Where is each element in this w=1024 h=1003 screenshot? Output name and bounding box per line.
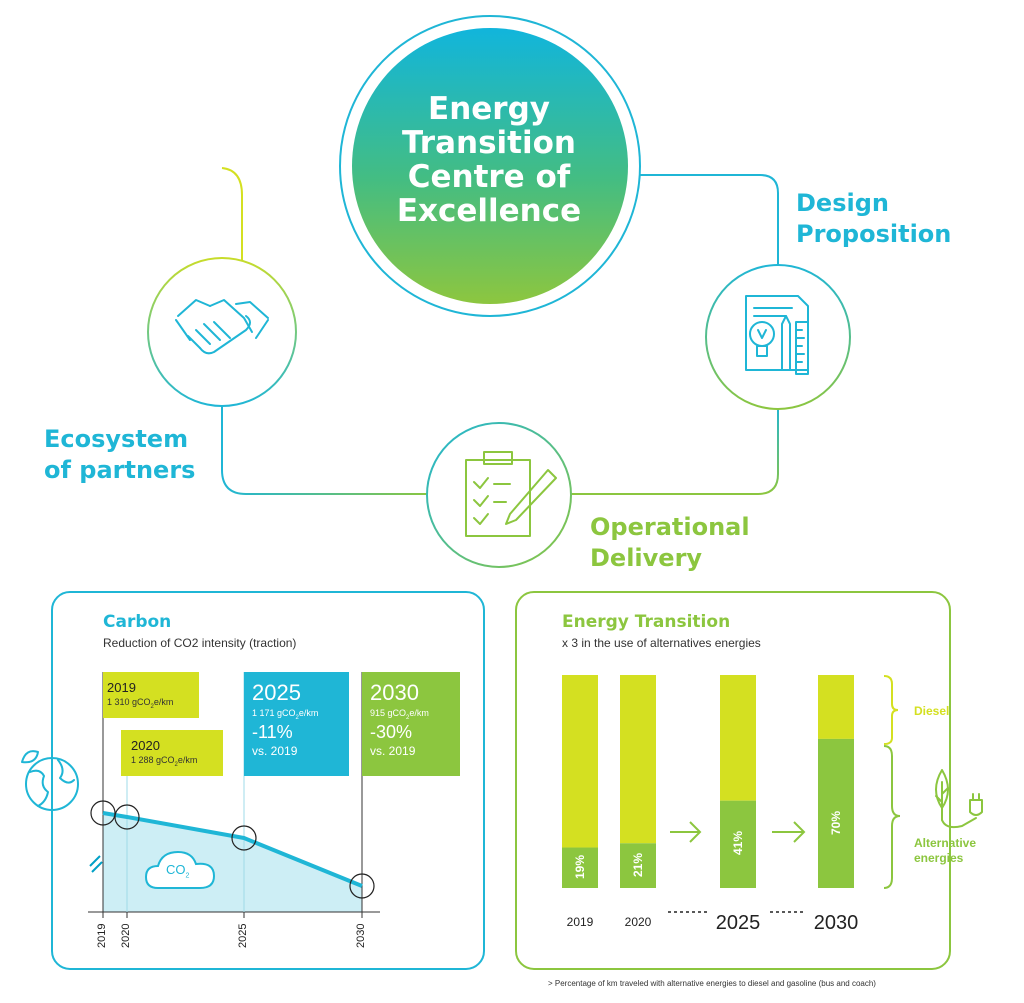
design-tools-icon [745,295,809,375]
energy-subtitle: x 3 in the use of alternatives energies [562,636,761,650]
flag-value-sub: 2 [150,703,154,710]
legend-diesel: Diesel [914,704,950,718]
flag-year: 2020 [131,738,160,753]
co2-cloud-icon [144,850,216,889]
flag-value: 1 171 gCO2e/km [252,708,318,721]
flag-value: 1 288 gCO2e/km [131,755,197,768]
co2-text: CO [166,862,186,877]
legend-alternative-line: Alternative [914,836,977,850]
flag-year: 2030 [370,680,419,705]
handshake-icon [175,299,269,355]
flag-value-unit: e/km [153,697,174,707]
flag-value-sub: 2 [295,714,299,721]
x-year-2030: 2030 [355,923,367,948]
ecosystem-label-line: Ecosystem [44,425,189,453]
legend-alternative-line: energies [914,851,964,865]
operational-label: Operational Delivery [590,512,750,574]
flag-vs: vs. 2019 [370,744,416,758]
bar-year-label: 2025 [715,912,761,934]
bar-diesel-2020 [620,675,656,844]
design-label-line: Proposition [796,220,952,248]
bar-value-label: 41% [731,831,745,856]
flag-year: 2019 [107,680,136,695]
flag-value-num: 1 310 gCO [107,697,151,707]
energy-bars [562,675,854,888]
operational-ring [426,422,572,568]
bar-diesel-2019 [562,675,598,848]
x-year-2025: 2025 [237,923,249,948]
design-label: Design Proposition [796,188,951,250]
ecosystem-label: Ecosystem of partners [44,424,195,486]
bar-year-label: 2030 [813,912,859,934]
legend-alternative: Alternative energies [914,836,976,866]
clipboard-pen-icon [465,451,557,537]
bar-alternative-2020 [620,843,656,888]
bar-value-label: 21% [631,852,645,877]
bar-alternative-2019 [562,847,598,888]
flag-delta: -30% [370,722,413,742]
bar-alternative-2025 [720,800,756,888]
hub-title-line: Transition [402,125,576,161]
hub-title: Energy Transition Centre of Excellence [354,92,624,228]
ecosystem-ring [147,257,297,407]
flag-delta: -11% [252,722,293,742]
flag-value-unit: e/km [409,708,429,718]
bar-diesel-2025 [720,675,756,801]
flag-value-num: 1 288 gCO [131,755,175,765]
bar-alternative-2030 [818,738,854,888]
design-ring [705,264,851,410]
flag-value-sub: 2 [174,761,178,768]
flag-value-unit: e/km [177,755,198,765]
bar-diesel-2030 [818,675,854,739]
hub-title-line: Energy [428,91,550,127]
bar-value-label: 70% [829,810,843,835]
co2-sub: 2 [185,872,190,880]
leaf-plug-icon [935,769,983,829]
ecosystem-label-line: of partners [44,456,196,484]
flag-vs: vs. 2019 [252,744,298,758]
bar-value-label: 19% [573,854,587,879]
flag-value-unit: e/km [298,708,319,718]
flag-value-num: 1 171 gCO [252,708,296,718]
flag-value-sub: 2 [406,714,410,721]
flag-value: 915 gCO2e/km [370,708,429,721]
flag-value: 1 310 gCO2e/km [107,697,173,710]
hub-title-line: Excellence [396,193,582,229]
co2-cloud-label: CO2 [166,862,189,880]
earth-leaf-icon [21,750,79,811]
bar-year-label: 2020 [624,915,652,929]
hub-title-line: Centre of [407,159,571,195]
x-year-2020: 2020 [120,923,132,948]
operational-label-line: Operational [590,513,750,541]
carbon-title: Carbon [103,612,172,632]
x-year-2019: 2019 [96,923,108,948]
footnote: > Percentage of km traveled with alterna… [548,979,876,988]
energy-title: Energy Transition [562,612,731,632]
operational-label-line: Delivery [590,544,703,572]
design-label-line: Design [796,189,889,217]
bar-year-label: 2019 [566,915,594,929]
carbon-subtitle: Reduction of CO2 intensity (traction) [103,636,297,650]
flag-value-num: 915 gCO [370,708,407,718]
flag-year: 2025 [252,680,301,705]
